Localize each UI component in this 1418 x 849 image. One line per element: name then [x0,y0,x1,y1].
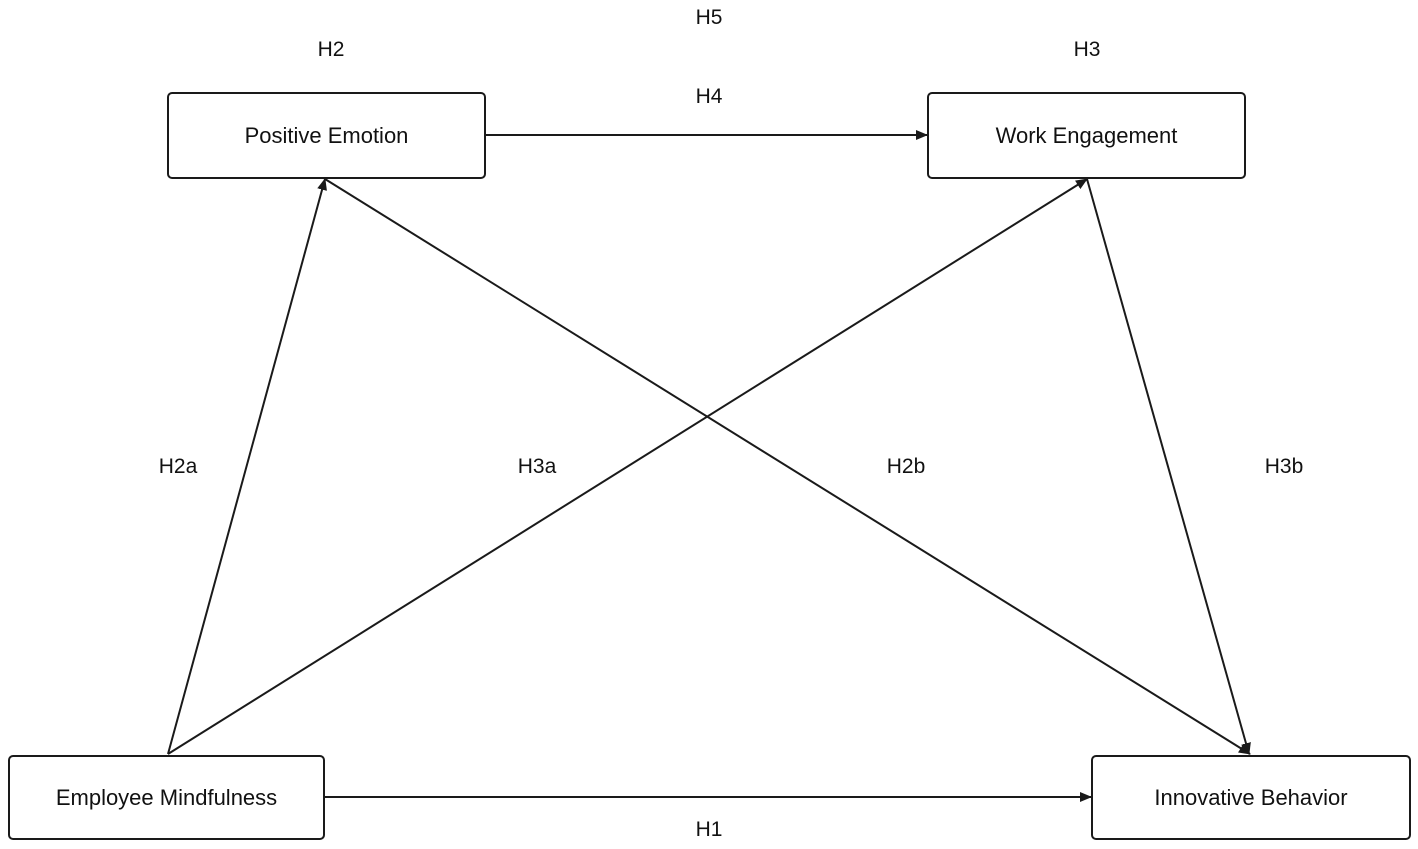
node-employee-mindfulness-label: Employee Mindfulness [55,784,278,810]
node-positive-emotion-label: Positive Emotion [244,122,409,148]
label-h3a: H3a [517,455,557,478]
label-h3b: H3b [1264,455,1304,478]
label-h2: H2 [317,38,345,61]
label-h2b: H2b [886,455,926,478]
arrow-mindfulness-to-work-engagement [167,178,1088,755]
label-h3: H3 [1073,38,1101,61]
node-employee-mindfulness: Employee Mindfulness [8,755,325,840]
label-h2a: H2a [158,455,198,478]
arrow-positive-emotion-to-innovative-behavior [324,178,1251,755]
node-innovative-behavior-label: Innovative Behavior [1154,784,1348,810]
arrow-work-engagement-to-innovative-behavior [1086,178,1251,755]
label-h1: H1 [695,818,723,841]
node-innovative-behavior: Innovative Behavior [1091,755,1411,840]
node-work-engagement: Work Engagement [927,92,1246,179]
node-positive-emotion: Positive Emotion [167,92,486,179]
arrow-mindfulness-to-positive-emotion [167,178,327,755]
node-work-engagement-label: Work Engagement [995,122,1178,148]
label-h4: H4 [695,85,723,108]
label-h5: H5 [695,6,723,29]
